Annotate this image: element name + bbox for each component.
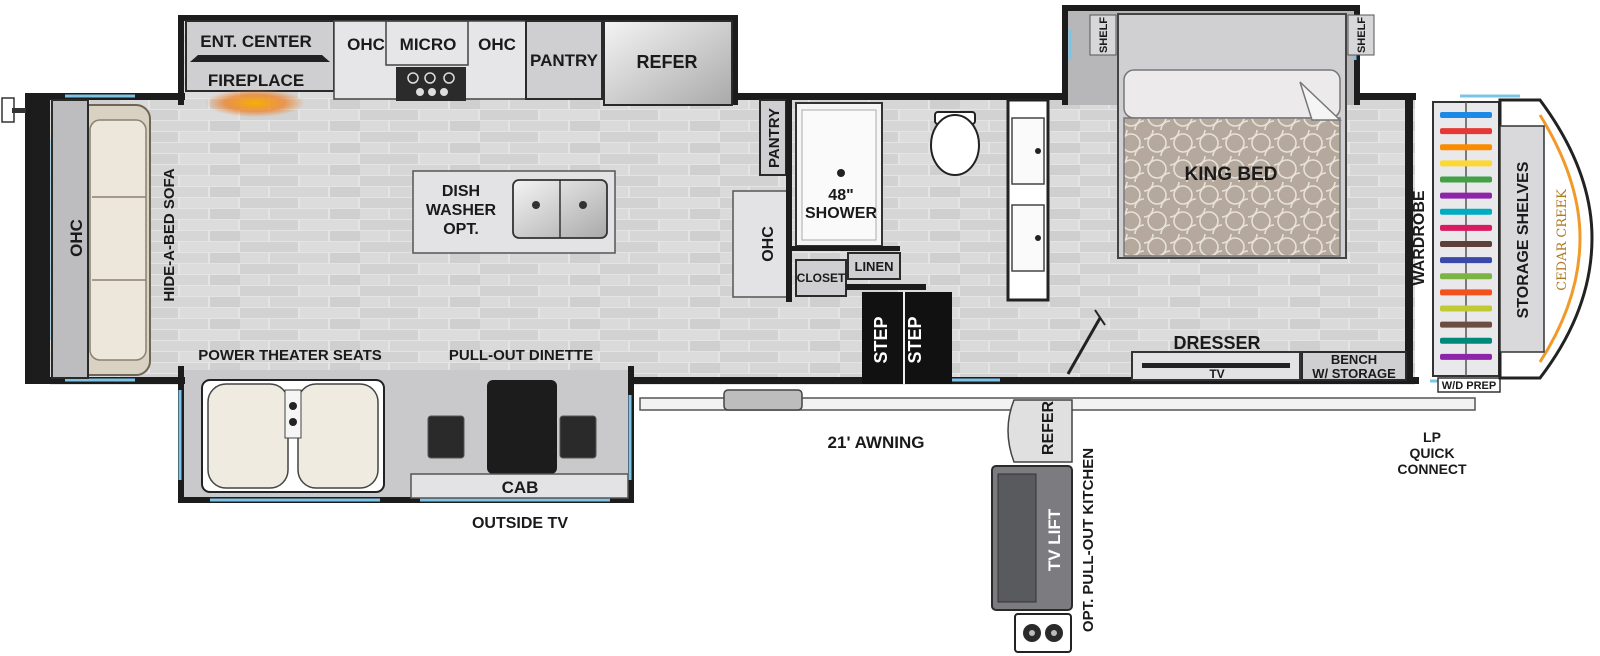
toilet bbox=[930, 111, 980, 176]
cooktop bbox=[396, 67, 466, 101]
pantry-side-cabinet bbox=[759, 99, 787, 176]
wardrobe-hangers bbox=[1440, 112, 1492, 360]
ohc-sofa-label: OHC bbox=[67, 219, 86, 257]
outdoor-cooktop bbox=[1014, 613, 1072, 653]
lp-label-1: LP bbox=[1423, 429, 1441, 445]
sofa-label: HIDE-A-BED SOFA bbox=[161, 168, 178, 302]
bench-storage bbox=[1301, 351, 1407, 381]
vanity bbox=[1006, 98, 1050, 302]
outdoor-refer-label: REFER bbox=[1040, 400, 1057, 455]
shelf-right bbox=[1347, 14, 1375, 56]
shelf-left bbox=[1089, 14, 1117, 56]
outdoor-refer bbox=[1007, 399, 1073, 463]
pull-out-dinette bbox=[427, 380, 597, 474]
wardrobe-garment bbox=[1440, 128, 1492, 135]
king-bed-label: KING BED bbox=[1185, 164, 1278, 185]
bench-label-2: W/ STORAGE bbox=[1312, 366, 1396, 381]
shower-label-1: 48" bbox=[828, 187, 853, 204]
storage-shelves-label: STORAGE SHELVES bbox=[1515, 161, 1532, 318]
cab-label: CAB bbox=[502, 478, 539, 497]
island-label-2: WASHER bbox=[426, 202, 497, 219]
fireplace-glow bbox=[205, 89, 305, 117]
lp-label-2: QUICK bbox=[1409, 445, 1454, 461]
wardrobe-garment bbox=[1440, 208, 1492, 215]
wardrobe-garment bbox=[1440, 321, 1492, 328]
tv-lift-panel bbox=[997, 473, 1037, 603]
bench-label-1: BENCH bbox=[1331, 352, 1377, 367]
wardrobe-garment bbox=[1440, 224, 1492, 231]
wd-prep-label: W/D PREP bbox=[1442, 380, 1496, 392]
storage-shelves bbox=[1499, 125, 1545, 353]
wardrobe-garment bbox=[1440, 273, 1492, 280]
bedroom-door-handle bbox=[1094, 309, 1106, 326]
entertainment-center bbox=[185, 20, 335, 117]
tv-lift-label: TV LIFT bbox=[1045, 508, 1064, 571]
micro-box bbox=[385, 20, 469, 66]
shower-label-2: SHOWER bbox=[805, 205, 877, 222]
exterior-walls bbox=[25, 5, 1419, 503]
bath-wall-mid bbox=[792, 246, 900, 251]
bath-wall-bottom bbox=[846, 284, 926, 290]
king-bed bbox=[1117, 13, 1347, 259]
awning-motor bbox=[723, 389, 803, 411]
refrigerator bbox=[603, 20, 733, 106]
bath-wall-left bbox=[786, 96, 792, 302]
wardrobe-garment bbox=[1440, 160, 1492, 167]
linen-cabinet bbox=[847, 252, 901, 280]
wardrobe-garment bbox=[1440, 353, 1492, 360]
wardrobe-garment bbox=[1440, 192, 1492, 199]
linen-label: LINEN bbox=[855, 259, 894, 274]
lp-label-3: CONNECT bbox=[1397, 461, 1467, 477]
wardrobe-garment bbox=[1440, 257, 1492, 264]
wardrobe-label: WARDROBE bbox=[1411, 190, 1428, 285]
ohc-kitchen-counter bbox=[732, 190, 789, 298]
front-nose-accent bbox=[1538, 114, 1582, 363]
refer-top-label: REFER bbox=[636, 52, 697, 72]
fireplace-label: FIREPLACE bbox=[208, 71, 304, 90]
micro-label: MICRO bbox=[400, 35, 457, 54]
wardrobe-garment bbox=[1440, 337, 1492, 344]
theater-seats-label: POWER THEATER SEATS bbox=[198, 347, 382, 364]
island-label-3: OPT. bbox=[443, 221, 479, 238]
step-label-1: STEP bbox=[871, 316, 891, 363]
dresser-label: DRESSER bbox=[1173, 333, 1260, 353]
dinette-label: PULL-OUT DINETTE bbox=[449, 347, 593, 364]
outside-tv-label: OUTSIDE TV bbox=[472, 515, 568, 532]
wardrobe-garment bbox=[1440, 241, 1492, 247]
kitchen-island bbox=[412, 170, 616, 254]
closet-label: CLOSET bbox=[797, 271, 846, 285]
shelf-label-1: SHELF bbox=[1098, 17, 1110, 53]
island-label-1: DISH bbox=[442, 183, 480, 200]
closet-cabinet bbox=[795, 259, 847, 297]
hitch-bar bbox=[12, 108, 26, 113]
cedar-creek-logo: CEDAR CREEK bbox=[1555, 189, 1570, 291]
pantry-top-label: PANTRY bbox=[530, 51, 599, 70]
shelf-label-2: SHELF bbox=[1356, 17, 1368, 53]
pantry-side-label: PANTRY bbox=[766, 108, 783, 168]
dresser-tv-label: TV bbox=[1209, 367, 1224, 381]
shower bbox=[795, 102, 883, 247]
pullout-kitchen-label: OPT. PULL-OUT KITCHEN bbox=[1080, 448, 1097, 632]
bedroom-door bbox=[1066, 317, 1102, 375]
ohc-kitchen-label: OHC bbox=[760, 226, 777, 262]
wardrobe-garment bbox=[1440, 112, 1492, 118]
awning-label: 21' AWNING bbox=[828, 433, 925, 452]
wardrobe-garment bbox=[1440, 176, 1492, 183]
wardrobe-garment bbox=[1440, 305, 1492, 312]
ohc-top-label-1: OHC bbox=[347, 35, 385, 54]
wardrobe-garment bbox=[1440, 289, 1492, 296]
ohc-top-label-2: OHC bbox=[478, 35, 516, 54]
step-label-2: STEP bbox=[905, 316, 925, 363]
pantry-top-cabinet bbox=[525, 20, 603, 100]
power-theater-seats bbox=[201, 379, 385, 493]
ohc-sofa-cabinet bbox=[51, 99, 89, 379]
entry-steps bbox=[862, 292, 952, 384]
wardrobe-garment bbox=[1440, 144, 1492, 151]
dresser-tv-bar bbox=[1142, 363, 1290, 368]
ent-center-label: ENT. CENTER bbox=[200, 32, 311, 51]
dinette-cabinet bbox=[410, 473, 629, 499]
wd-prep-box bbox=[1437, 377, 1501, 393]
